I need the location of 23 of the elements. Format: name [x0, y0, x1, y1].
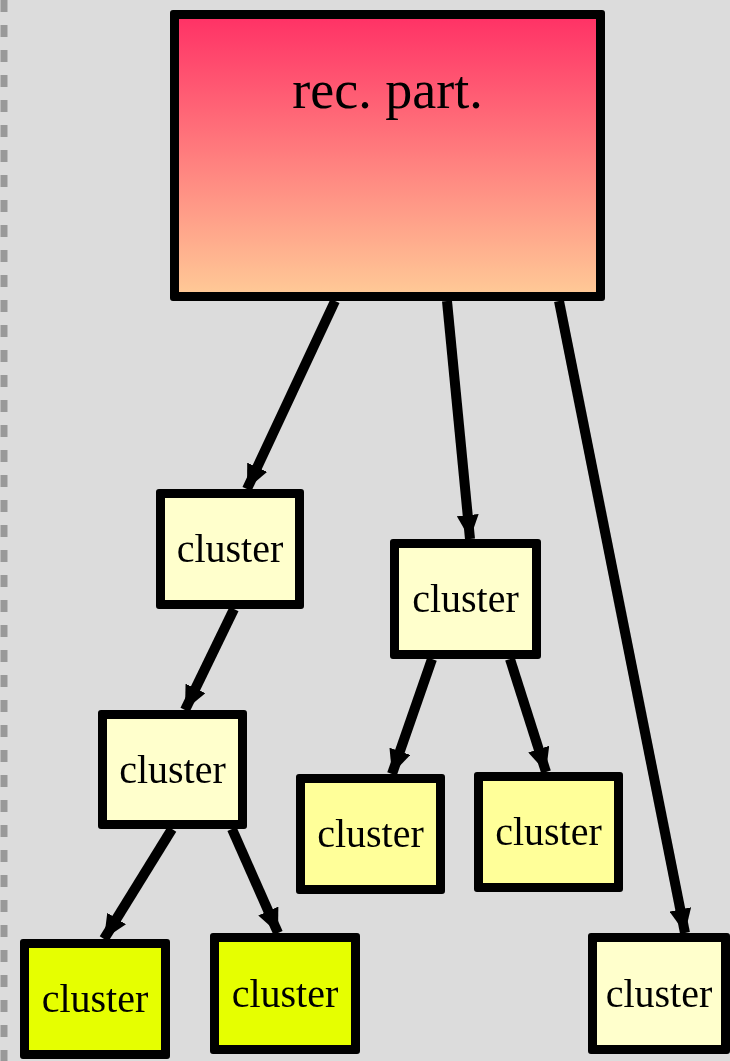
node-label: cluster [412, 577, 519, 621]
arrow [505, 657, 551, 774]
cluster-box [588, 933, 730, 1054]
cluster-box [390, 539, 541, 659]
arrow [227, 827, 283, 935]
node-label: cluster [41, 977, 149, 1021]
node-label: cluster [176, 527, 284, 571]
cluster-box [156, 489, 304, 609]
node-label: cluster [495, 810, 602, 854]
node-label: rec. part. [292, 61, 483, 121]
cluster-box [296, 774, 445, 894]
cluster-box [210, 933, 360, 1054]
node-label: cluster [317, 812, 424, 856]
cluster-box [474, 772, 623, 892]
cluster-box [20, 939, 170, 1059]
node-label: cluster [231, 971, 339, 1016]
arrow [387, 657, 437, 776]
arrow [442, 300, 479, 540]
node-label: cluster [605, 971, 713, 1016]
arrow [554, 300, 692, 934]
node-label: cluster [119, 747, 226, 792]
cluster-box [98, 710, 247, 829]
partition-box [170, 10, 605, 301]
